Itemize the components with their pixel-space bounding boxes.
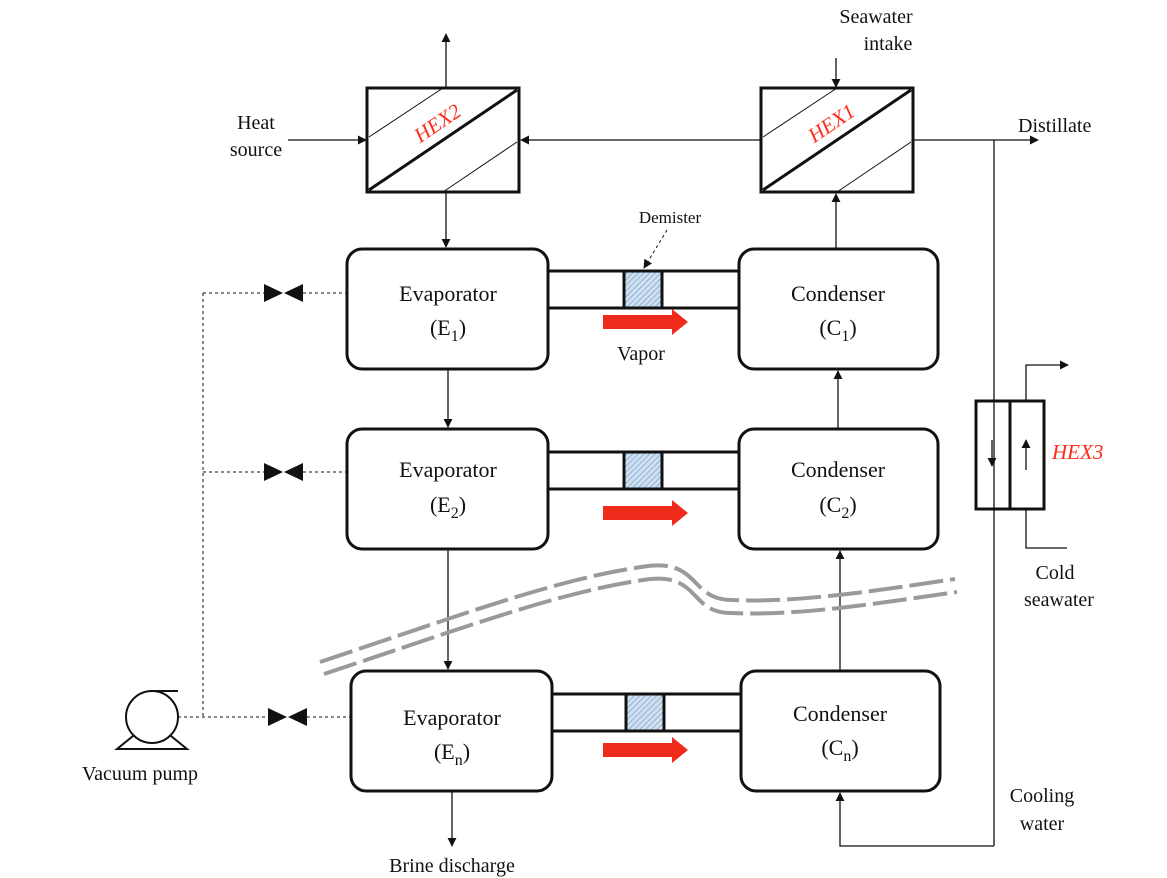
seawater-intake-label-line2: intake: [864, 33, 913, 55]
hex3-label: HEX3: [1051, 440, 1103, 464]
demister-2: [622, 450, 664, 491]
seawater-intake-label-line1: Seawater: [839, 6, 913, 28]
demister-pointer: [643, 229, 668, 269]
cooling-water-label-line2: water: [1020, 813, 1065, 835]
vacuum-valve-n[interactable]: [268, 708, 307, 726]
evaporator-1-title: Evaporator: [399, 281, 497, 306]
condenser-1-title: Condenser: [791, 281, 886, 306]
cold-seawater-label-line2: seawater: [1024, 589, 1094, 611]
hex1-exchanger: HEX1: [759, 86, 915, 194]
demister-n: [624, 692, 666, 733]
condenser-2-title: Condenser: [791, 457, 886, 482]
hex3-outlet-arrow: [1025, 360, 1069, 401]
vapor-arrow-1: [603, 309, 688, 335]
cooling-water-inlet-arrow: [835, 792, 994, 847]
cold-seawater-inlet: [1025, 509, 1067, 549]
heat-source-label-line1: Heat: [237, 112, 275, 134]
vacuum-pump-label: Vacuum pump: [82, 763, 198, 785]
heat-source-label-line2: source: [230, 139, 282, 161]
condenser-2: [737, 427, 940, 551]
vacuum-pump-icon: [114, 690, 190, 750]
vacuum-lines: [178, 292, 351, 718]
evaporator-1: [345, 247, 550, 371]
stage-n: Evaporator (En) Condenser (Cn): [349, 669, 942, 793]
stage-1: Evaporator (E1) Condenser (C1) Vapor: [345, 247, 940, 371]
demister-1: [622, 269, 664, 310]
brine-discharge-label: Brine discharge: [389, 855, 515, 877]
vacuum-valve-2[interactable]: [264, 463, 303, 481]
hex3-exchanger: [974, 399, 1046, 511]
cold-seawater-label-line1: Cold: [1036, 562, 1075, 584]
diagram-break-lines: [319, 563, 958, 676]
evaporator-n-title: Evaporator: [403, 705, 501, 730]
condenser-n-title: Condenser: [793, 701, 888, 726]
hex2-exchanger: HEX2: [365, 86, 521, 194]
vacuum-valve-1[interactable]: [264, 284, 303, 302]
condenser-1: [737, 247, 940, 371]
demister-label: Demister: [639, 208, 702, 227]
vapor-arrow-n: [603, 737, 688, 763]
stage-2: Evaporator (E2) Condenser (C2): [345, 427, 940, 551]
vapor-label: Vapor: [617, 343, 665, 365]
evaporator-n: [349, 669, 554, 793]
distillate-label: Distillate: [1018, 115, 1091, 137]
cooling-water-label-line1: Cooling: [1010, 785, 1074, 807]
condenser-n: [739, 669, 942, 793]
evaporator-2: [345, 427, 550, 551]
evaporator-2-title: Evaporator: [399, 457, 497, 482]
vapor-arrow-2: [603, 500, 688, 526]
